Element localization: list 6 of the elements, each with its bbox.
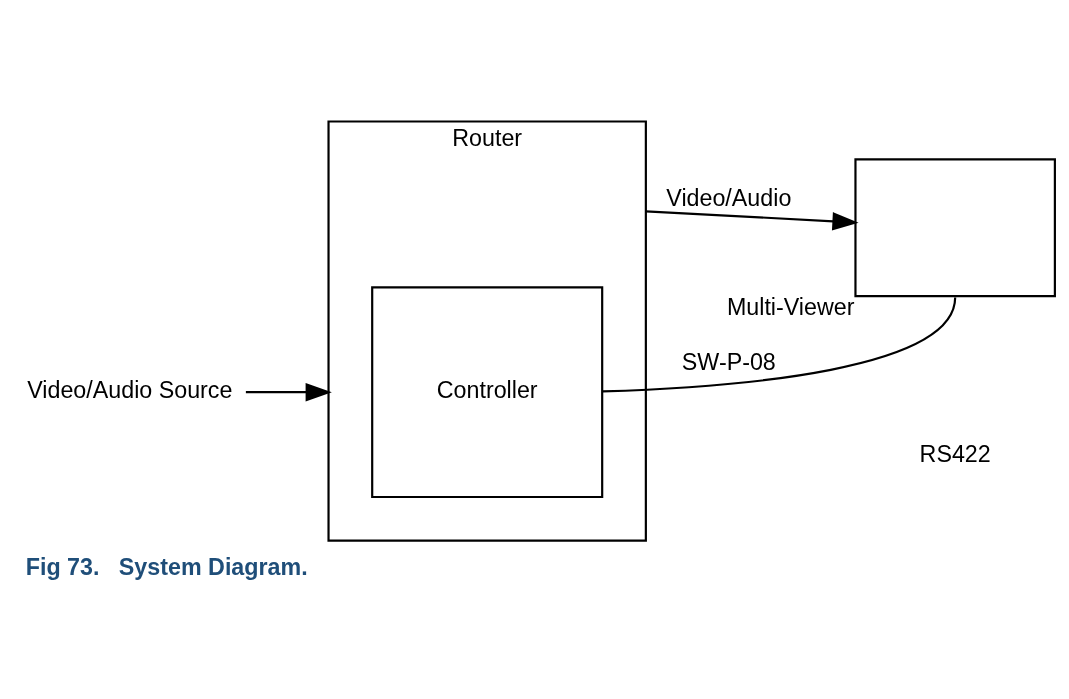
node-text: Video/Audio Source [27, 376, 233, 403]
label: RS422 [919, 440, 991, 467]
edge-label: SW-P-08 [681, 348, 776, 375]
caption: Fig 73. System Diagram. [25, 553, 308, 580]
node-label: Multi-Viewer [726, 293, 855, 320]
edge-label: Video/Audio [666, 184, 792, 211]
